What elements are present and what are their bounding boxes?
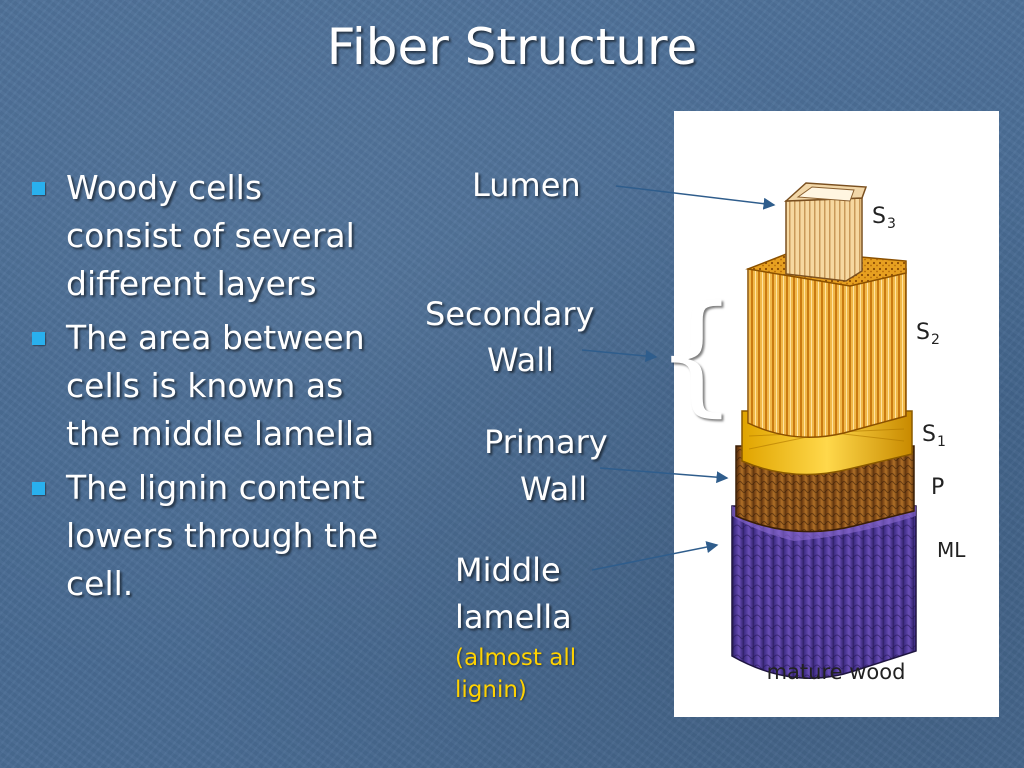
- arrow-secondary-wall: [581, 349, 658, 362]
- square-bullet-icon: [32, 332, 45, 345]
- layer-ml: [731, 505, 917, 679]
- label-middle-lamella-line1: Middle: [455, 551, 561, 589]
- note-almost-all-lignin-line1: (almost all: [455, 645, 577, 671]
- diagram-caption: mature wood: [767, 660, 906, 684]
- bullet-text: The lignin content lowers through the ce…: [66, 468, 379, 603]
- bullet-item: The area between cells is known as the m…: [28, 314, 388, 458]
- label-secondary-wall-line1: Secondary: [425, 295, 595, 333]
- fiber-diagram-image: S 3 S 2 S 1 P ML mature wood: [674, 111, 999, 717]
- square-bullet-icon: [32, 482, 45, 495]
- diagram-label-s3: S: [872, 204, 886, 229]
- secondary-wall-brace: {: [655, 277, 738, 429]
- diagram-label-s3-sub: 3: [887, 216, 896, 232]
- layer-s3: [783, 182, 868, 282]
- diagram-label-s1-sub: 1: [937, 434, 946, 450]
- bullet-text: The area between cells is known as the m…: [66, 318, 375, 453]
- diagram-label-s1: S: [922, 422, 936, 447]
- diagram-label-s2: S: [916, 320, 930, 345]
- bullet-list: Woody cells consist of several different…: [28, 164, 388, 614]
- label-secondary-wall-line2: Wall: [487, 341, 554, 379]
- diagram-label-s2-sub: 2: [931, 332, 940, 348]
- label-middle-lamella-line2: lamella: [455, 598, 572, 636]
- slide-title: Fiber Structure: [326, 18, 698, 76]
- bullet-text: Woody cells consist of several different…: [66, 168, 355, 303]
- square-bullet-icon: [32, 182, 45, 195]
- bullet-item: The lignin content lowers through the ce…: [28, 464, 388, 608]
- bullet-item: Woody cells consist of several different…: [28, 164, 388, 308]
- diagram-label-ml: ML: [937, 538, 966, 562]
- label-lumen: Lumen: [472, 166, 581, 204]
- diagram-label-p: P: [931, 475, 944, 500]
- note-almost-all-lignin-line2: lignin): [455, 677, 527, 703]
- fiber-diagram-svg: S 3 S 2 S 1 P ML mature wood: [731, 182, 966, 684]
- label-primary-wall-line1: Primary: [484, 423, 608, 461]
- label-primary-wall-line2: Wall: [520, 470, 587, 508]
